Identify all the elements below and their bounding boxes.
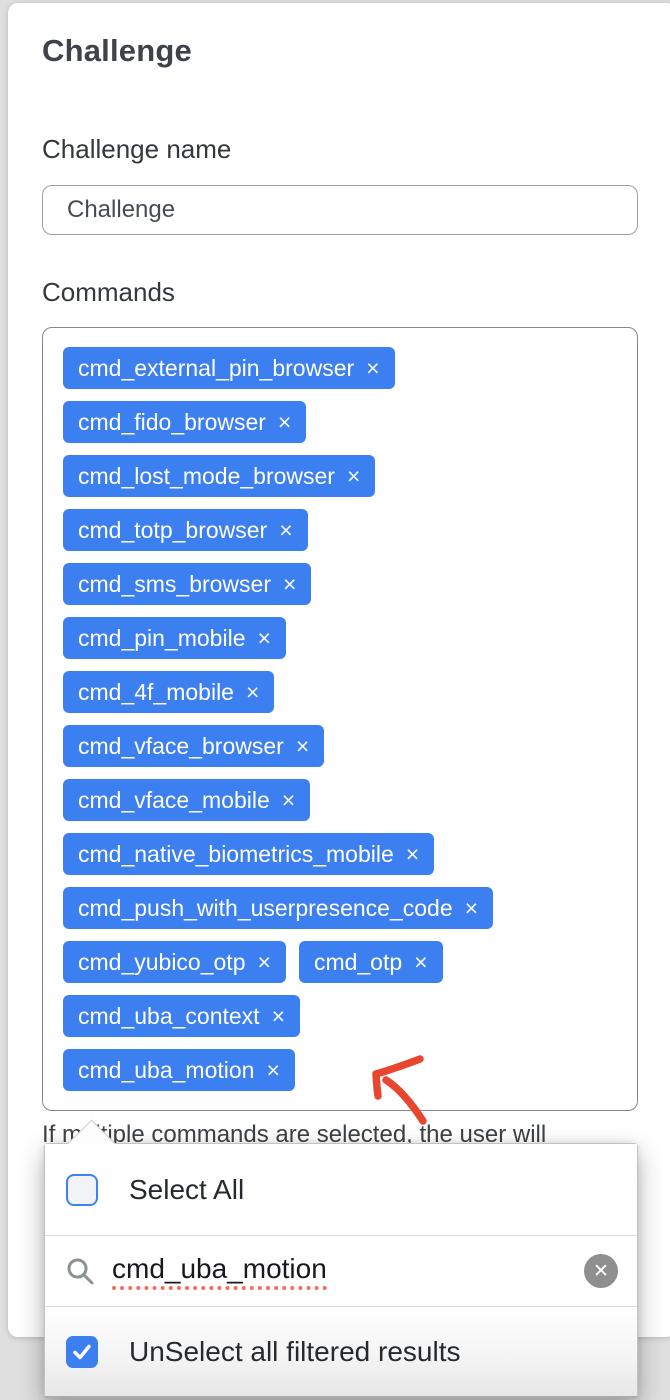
command-chip[interactable]: cmd_push_with_userpresence_code × — [63, 887, 494, 929]
dropdown-search-input[interactable]: cmd_uba_motion — [112, 1252, 327, 1291]
divider — [45, 1306, 637, 1307]
remove-chip-icon[interactable]: × — [405, 840, 420, 867]
command-chip-label: cmd_native_biometrics_mobile — [78, 840, 394, 867]
clear-icon: ✕ — [593, 1260, 609, 1282]
command-chip[interactable]: cmd_uba_motion × — [63, 1049, 295, 1091]
command-chip[interactable]: cmd_otp × — [298, 941, 443, 983]
command-chip[interactable]: cmd_uba_context × — [63, 995, 301, 1037]
remove-chip-icon[interactable]: × — [279, 516, 293, 543]
chip-row: cmd_external_pin_browser × — [63, 347, 623, 389]
command-chip-label: cmd_pin_mobile — [78, 624, 246, 651]
command-chip-label: cmd_sms_browser — [78, 570, 271, 597]
unselect-filtered-checkbox[interactable] — [66, 1335, 98, 1368]
command-chip-label: cmd_external_pin_browser — [78, 354, 355, 381]
command-chip-label: cmd_push_with_userpresence_code — [78, 894, 453, 921]
arrow-head — [372, 1055, 424, 1100]
chip-row: cmd_yubico_otp × cmd_otp × — [63, 941, 623, 983]
commands-multiselect-box[interactable]: cmd_external_pin_browser×cmd_fido_browse… — [42, 327, 638, 1111]
command-chip[interactable]: cmd_4f_mobile × — [63, 671, 275, 713]
divider — [45, 1235, 637, 1236]
check-icon — [73, 1344, 91, 1359]
hand-drawn-arrow-annotation — [372, 1055, 427, 1125]
remove-chip-icon[interactable]: × — [283, 570, 297, 597]
command-chip[interactable]: cmd_native_biometrics_mobile × — [63, 833, 435, 875]
remove-chip-icon[interactable]: × — [266, 1056, 280, 1083]
chip-row: cmd_lost_mode_browser × — [63, 455, 623, 497]
command-chip-label: cmd_uba_context — [78, 1002, 260, 1029]
chip-row: cmd_totp_browser × — [63, 509, 623, 551]
select-all-label: Select All — [129, 1173, 245, 1205]
clear-search-button[interactable]: ✕ — [584, 1254, 618, 1288]
command-chip[interactable]: cmd_totp_browser × — [63, 509, 308, 551]
remove-chip-icon[interactable]: × — [245, 678, 260, 705]
command-chip-label: cmd_lost_mode_browser — [78, 462, 335, 489]
command-chip[interactable]: cmd_lost_mode_browser × — [63, 455, 376, 497]
command-chip-label: cmd_otp — [313, 948, 403, 975]
command-chip[interactable]: cmd_pin_mobile × — [63, 617, 286, 659]
unselect-filtered-option[interactable]: UnSelect all filtered results — [45, 1307, 637, 1396]
command-chip-label: cmd_4f_mobile — [78, 678, 234, 705]
command-chip[interactable]: cmd_external_pin_browser × — [63, 347, 395, 389]
remove-chip-icon[interactable]: × — [346, 462, 361, 489]
command-chip[interactable]: cmd_yubico_otp × — [63, 941, 286, 983]
command-chip[interactable]: cmd_vface_browser × — [63, 725, 325, 767]
command-chip-label: cmd_uba_motion — [78, 1056, 255, 1083]
page-title: Challenge — [42, 33, 192, 68]
challenge-name-label: Challenge name — [42, 134, 232, 164]
chip-row: cmd_native_biometrics_mobile × — [63, 833, 623, 875]
dropdown-search-row[interactable]: cmd_uba_motion ✕ — [45, 1236, 637, 1306]
remove-chip-icon[interactable]: × — [277, 408, 292, 435]
chip-row: cmd_uba_context × — [63, 995, 623, 1037]
remove-chip-icon[interactable]: × — [464, 894, 479, 921]
chip-row: cmd_4f_mobile × — [63, 671, 623, 713]
remove-chip-icon[interactable]: × — [257, 948, 271, 975]
command-chip-label: cmd_vface_browser — [78, 732, 284, 759]
remove-chip-icon[interactable]: × — [271, 1002, 286, 1029]
command-chip[interactable]: cmd_sms_browser × — [63, 563, 312, 605]
select-all-option[interactable]: Select All — [45, 1144, 637, 1235]
remove-chip-icon[interactable]: × — [414, 948, 428, 975]
chip-row: cmd_fido_browser × — [63, 401, 623, 443]
chip-row: cmd_push_with_userpresence_code × — [63, 887, 623, 929]
command-chip-label: cmd_fido_browser — [78, 408, 266, 435]
command-chip[interactable]: cmd_vface_mobile × — [63, 779, 311, 821]
command-chip-label: cmd_yubico_otp — [78, 948, 246, 975]
command-chip-label: cmd_totp_browser — [78, 516, 268, 543]
chip-row: cmd_pin_mobile × — [63, 617, 623, 659]
remove-chip-icon[interactable]: × — [257, 624, 271, 651]
commands-dropdown-panel: Select All cmd_uba_motion ✕ UnSelect all… — [44, 1119, 638, 1398]
unselect-filtered-label: UnSelect all filtered results — [129, 1335, 461, 1367]
remove-chip-icon[interactable]: × — [366, 354, 380, 381]
command-chip[interactable]: cmd_fido_browser × — [63, 401, 307, 443]
search-icon — [67, 1258, 94, 1285]
challenge-form-card: Challenge Challenge name Commands cmd_ex… — [8, 3, 670, 1337]
remove-chip-icon[interactable]: × — [295, 732, 310, 759]
chip-row: cmd_vface_mobile × — [63, 779, 623, 821]
commands-label: Commands — [42, 277, 175, 307]
remove-chip-icon[interactable]: × — [281, 786, 296, 813]
chip-row: cmd_sms_browser × — [63, 563, 623, 605]
challenge-name-input[interactable] — [42, 185, 638, 235]
chip-row: cmd_uba_motion × — [63, 1049, 623, 1091]
chip-row: cmd_vface_browser × — [63, 725, 623, 767]
arrow-shaft — [382, 1076, 427, 1125]
command-chip-label: cmd_vface_mobile — [78, 786, 270, 813]
select-all-checkbox[interactable] — [66, 1173, 98, 1206]
